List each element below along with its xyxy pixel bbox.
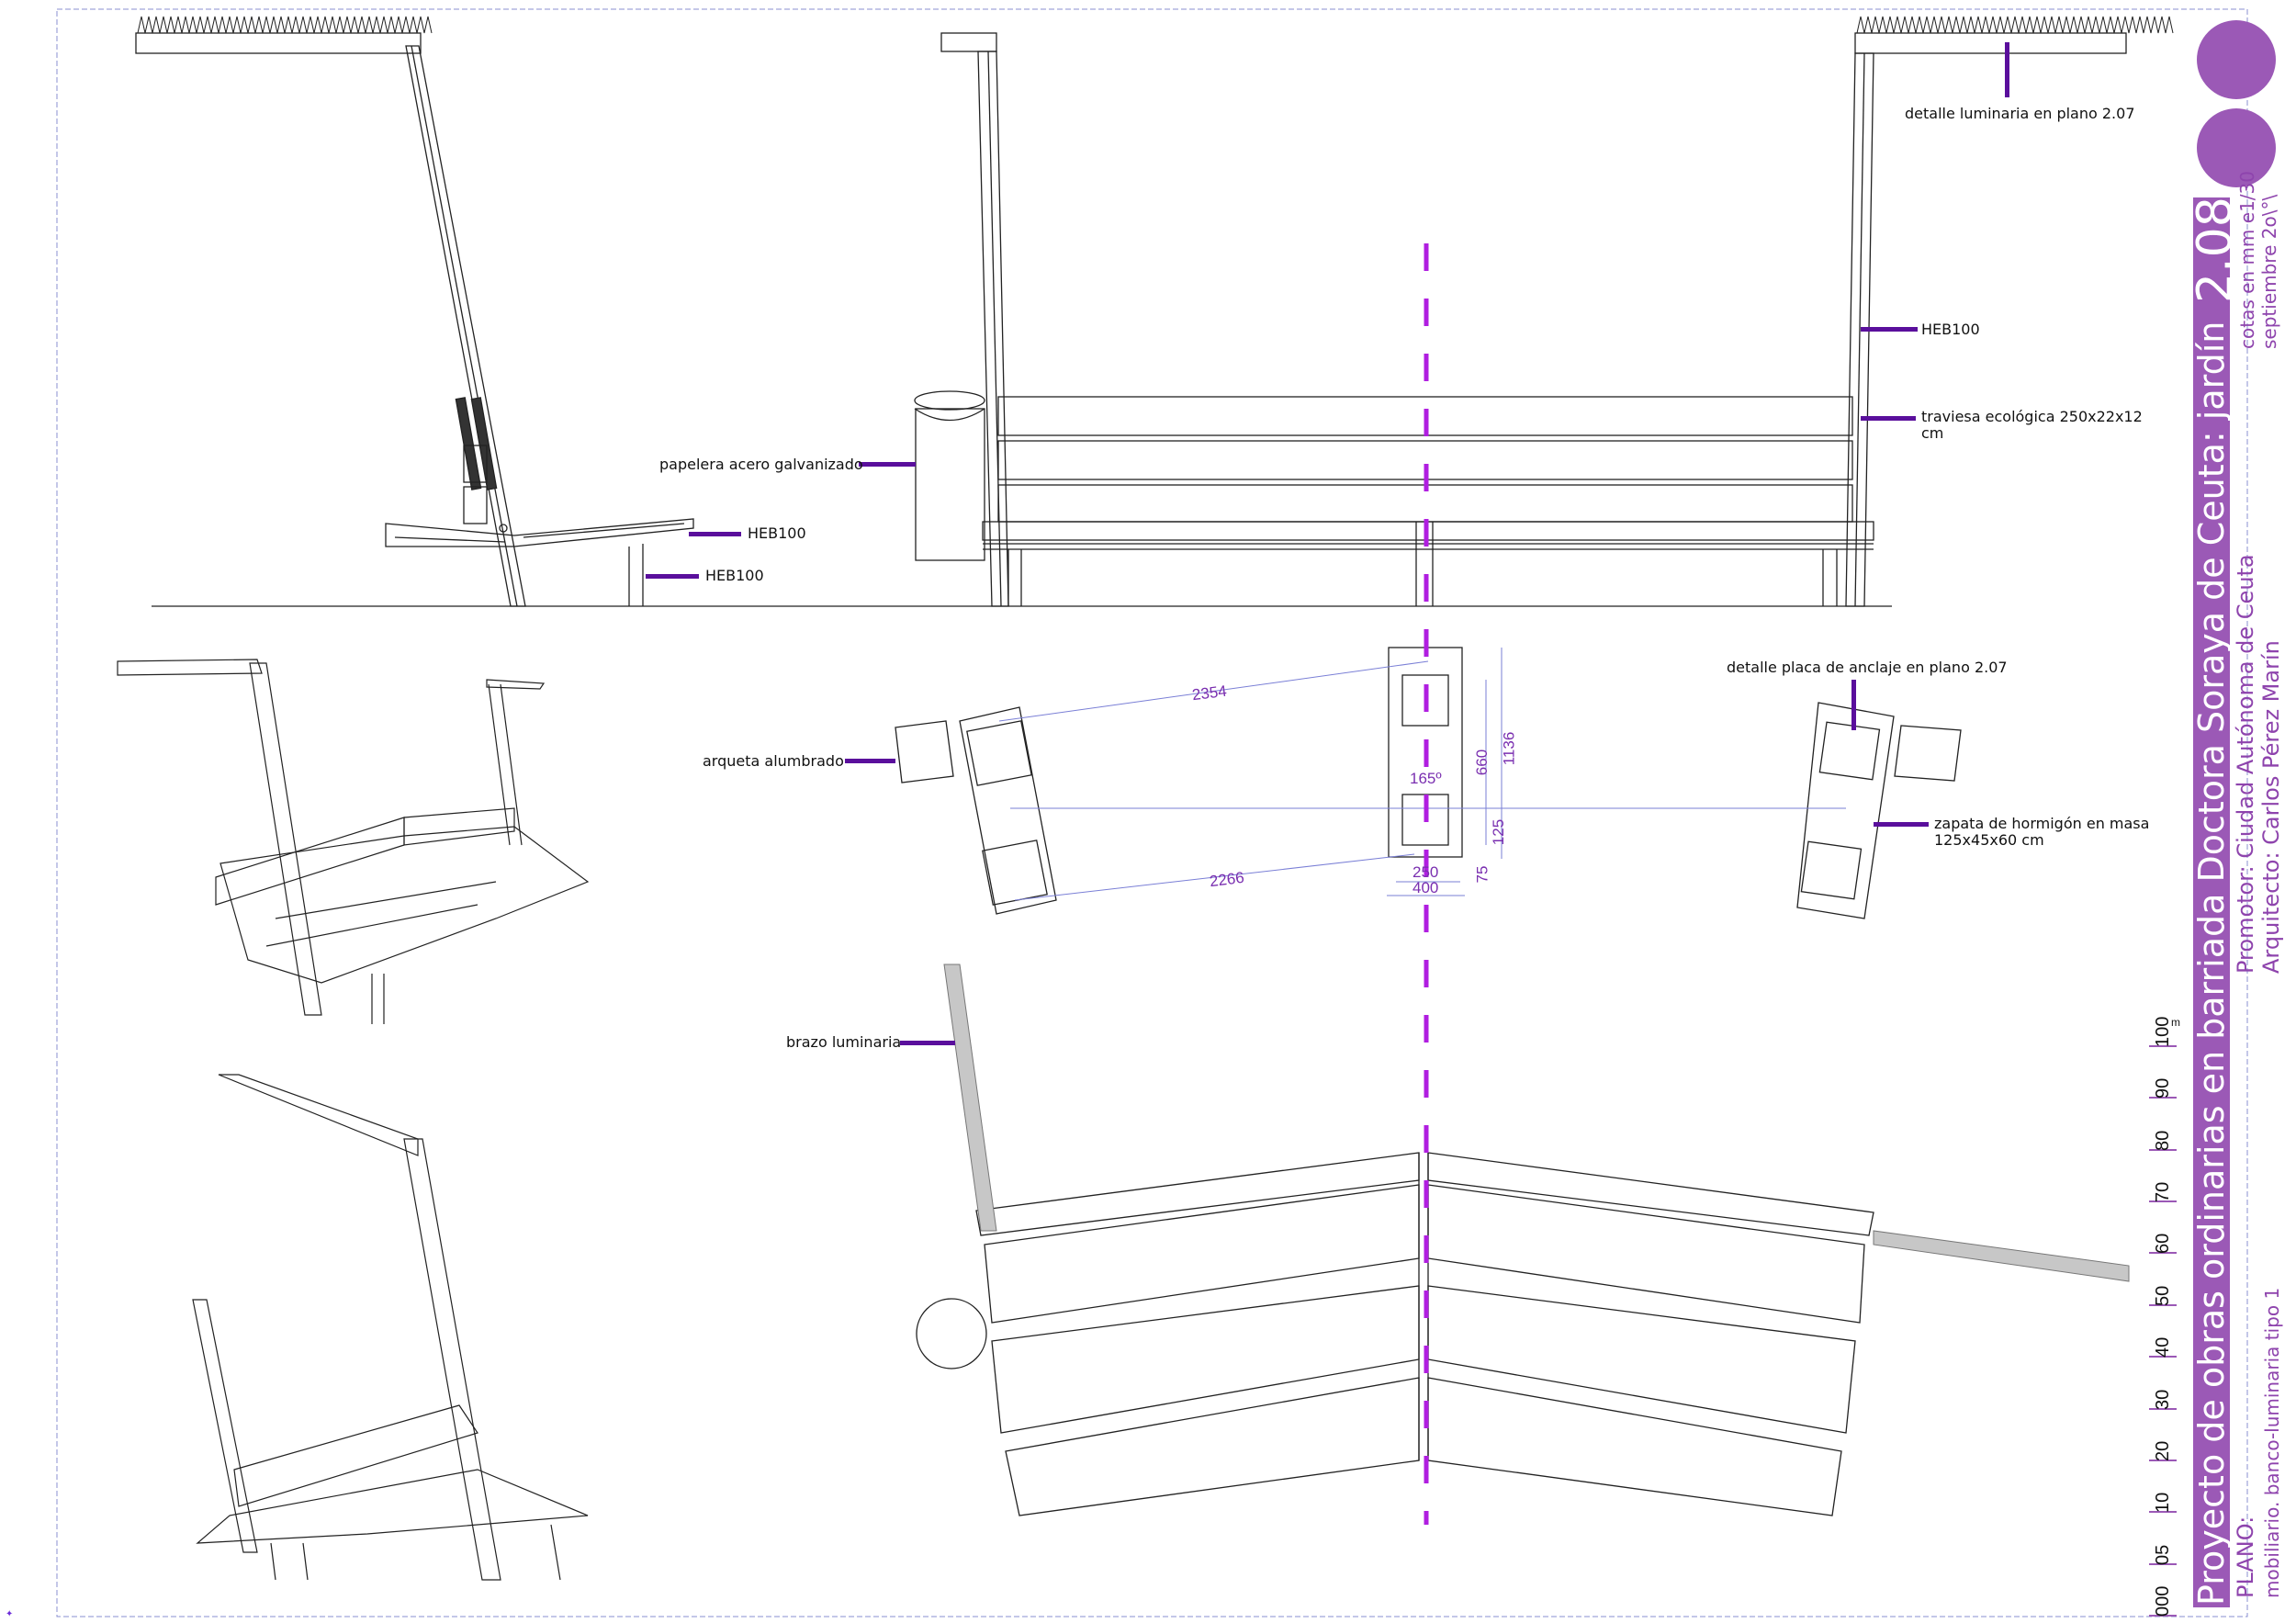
scale-label: 50 [2153, 1285, 2173, 1306]
scale-tick [2149, 1615, 2177, 1617]
dimension-400: 400 [1412, 879, 1439, 896]
heb-right-label: HEB100 [1921, 321, 1980, 338]
papelera-label: papelera acero galvanizado [659, 456, 863, 473]
arqueta-label: arqueta alumbrado [703, 752, 844, 770]
luminaire-arms [943, 964, 2130, 1282]
foundation-plan [895, 647, 1962, 919]
elevation-view [135, 16, 2174, 607]
leader-line [859, 462, 916, 467]
luminaria-detail-label: detalle luminaria en plano 2.07 [1905, 105, 2135, 122]
logo-top [2197, 20, 2276, 99]
corner-marker: ✦ [6, 1609, 14, 1619]
brazo-label: brazo luminaria [786, 1033, 902, 1051]
dimension-125: 125 [1490, 818, 1508, 846]
sheet-border [56, 8, 2248, 1617]
arquitecto-label: Arquitecto: Carlos Pérez Marín [2258, 640, 2284, 974]
leader-line [1851, 680, 1856, 730]
dimension-75: 75 [1473, 865, 1491, 884]
sheet-number: 2.08 [2188, 197, 2243, 303]
scale-tick [2149, 1200, 2177, 1203]
scale-unit: m [2171, 1016, 2180, 1029]
scale-label: 000 [2153, 1585, 2173, 1617]
leader-line [2005, 42, 2009, 97]
scale-tick [2149, 1097, 2177, 1099]
scale-label: 70 [2153, 1181, 2173, 1203]
plan-name: mobiliario. banco-luminaria tipo 1 [2261, 1287, 2283, 1598]
dimension-660: 660 [1473, 749, 1491, 776]
dimension-250: 250 [1412, 863, 1439, 881]
leader-line [1861, 416, 1916, 421]
scale-label: 10 [2153, 1493, 2173, 1514]
scale-label: 40 [2153, 1336, 2173, 1358]
scale-tick [2149, 1148, 2177, 1151]
scale-label: 20 [2153, 1440, 2173, 1461]
scale-label: 30 [2153, 1389, 2173, 1410]
date-label: septiembre 2o\°\ [2258, 194, 2280, 349]
scale-tick [2149, 1303, 2177, 1306]
leader-line [1861, 327, 1918, 332]
anclaje-label: detalle placa de anclaje en plano 2.07 [1727, 659, 2008, 676]
perspective-views [117, 659, 590, 1581]
project-title: Proyecto de obras ordinarias en barriada… [2191, 321, 2232, 1606]
zapata-label: zapata de hormigón en masa 125x45x60 cm [1934, 815, 2150, 849]
logo-bottom [2197, 108, 2276, 187]
scale-label: 90 [2153, 1078, 2173, 1099]
leader-line [646, 574, 699, 579]
leader-line [689, 532, 741, 536]
scale-tick [2149, 1459, 2177, 1461]
scale-tick [2149, 1045, 2177, 1047]
scale-tick [2149, 1356, 2177, 1358]
leader-line [1874, 822, 1929, 827]
title-bar [2193, 197, 2230, 1607]
bench-plan [916, 1152, 1874, 1516]
promotor-label: Promotor: Ciudad Autónoma de Ceuta [2233, 554, 2258, 974]
scale-tick [2149, 1252, 2177, 1255]
scale-tick [2149, 1562, 2177, 1565]
scale-label: 60 [2153, 1234, 2173, 1255]
scale-label: 05 [2153, 1544, 2173, 1565]
angle-165: 165º [1410, 770, 1442, 787]
scale-tick [2149, 1407, 2177, 1410]
units-scale-label: cotas en mm e1/30 [2236, 171, 2258, 349]
leader-line [900, 1041, 955, 1045]
dimension-1136: 1136 [1500, 731, 1518, 766]
plan-label: PLANO: [2233, 1516, 2258, 1598]
scale-tick [2149, 1511, 2177, 1514]
heb-leg-label: HEB100 [705, 567, 764, 584]
heb-seat-label: HEB100 [748, 524, 806, 542]
leader-line [845, 759, 895, 763]
scale-label: 80 [2153, 1130, 2173, 1151]
traviesa-label: traviesa ecológica 250x22x12 cm [1921, 408, 2143, 442]
